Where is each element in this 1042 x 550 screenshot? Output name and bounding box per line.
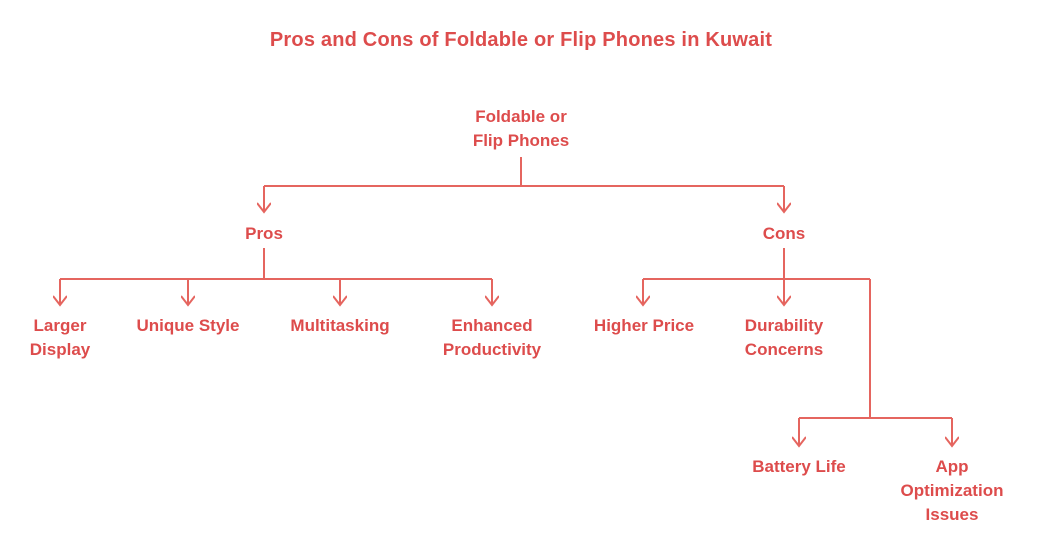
node-cons: Cons [762,224,806,243]
node-battery-life: Battery Life [752,457,846,476]
node-enhanced-productivity: Enhanced Productivity [442,316,542,359]
node-pros: Pros [245,224,283,243]
node-foldable-or-flip-phones: Foldable or Flip Phones [472,107,570,150]
node-app-optimization-issues: App Optimization Issues [900,457,1004,524]
node-larger-display: Larger Display [29,316,91,359]
node-higher-price: Higher Price [593,316,695,335]
diagram-title: Pros and Cons of Foldable or Flip Phones… [269,29,773,51]
node-durability-concerns: Durability Concerns [744,316,824,359]
node-multitasking: Multitasking [290,316,390,335]
node-unique-style: Unique Style [136,316,240,335]
